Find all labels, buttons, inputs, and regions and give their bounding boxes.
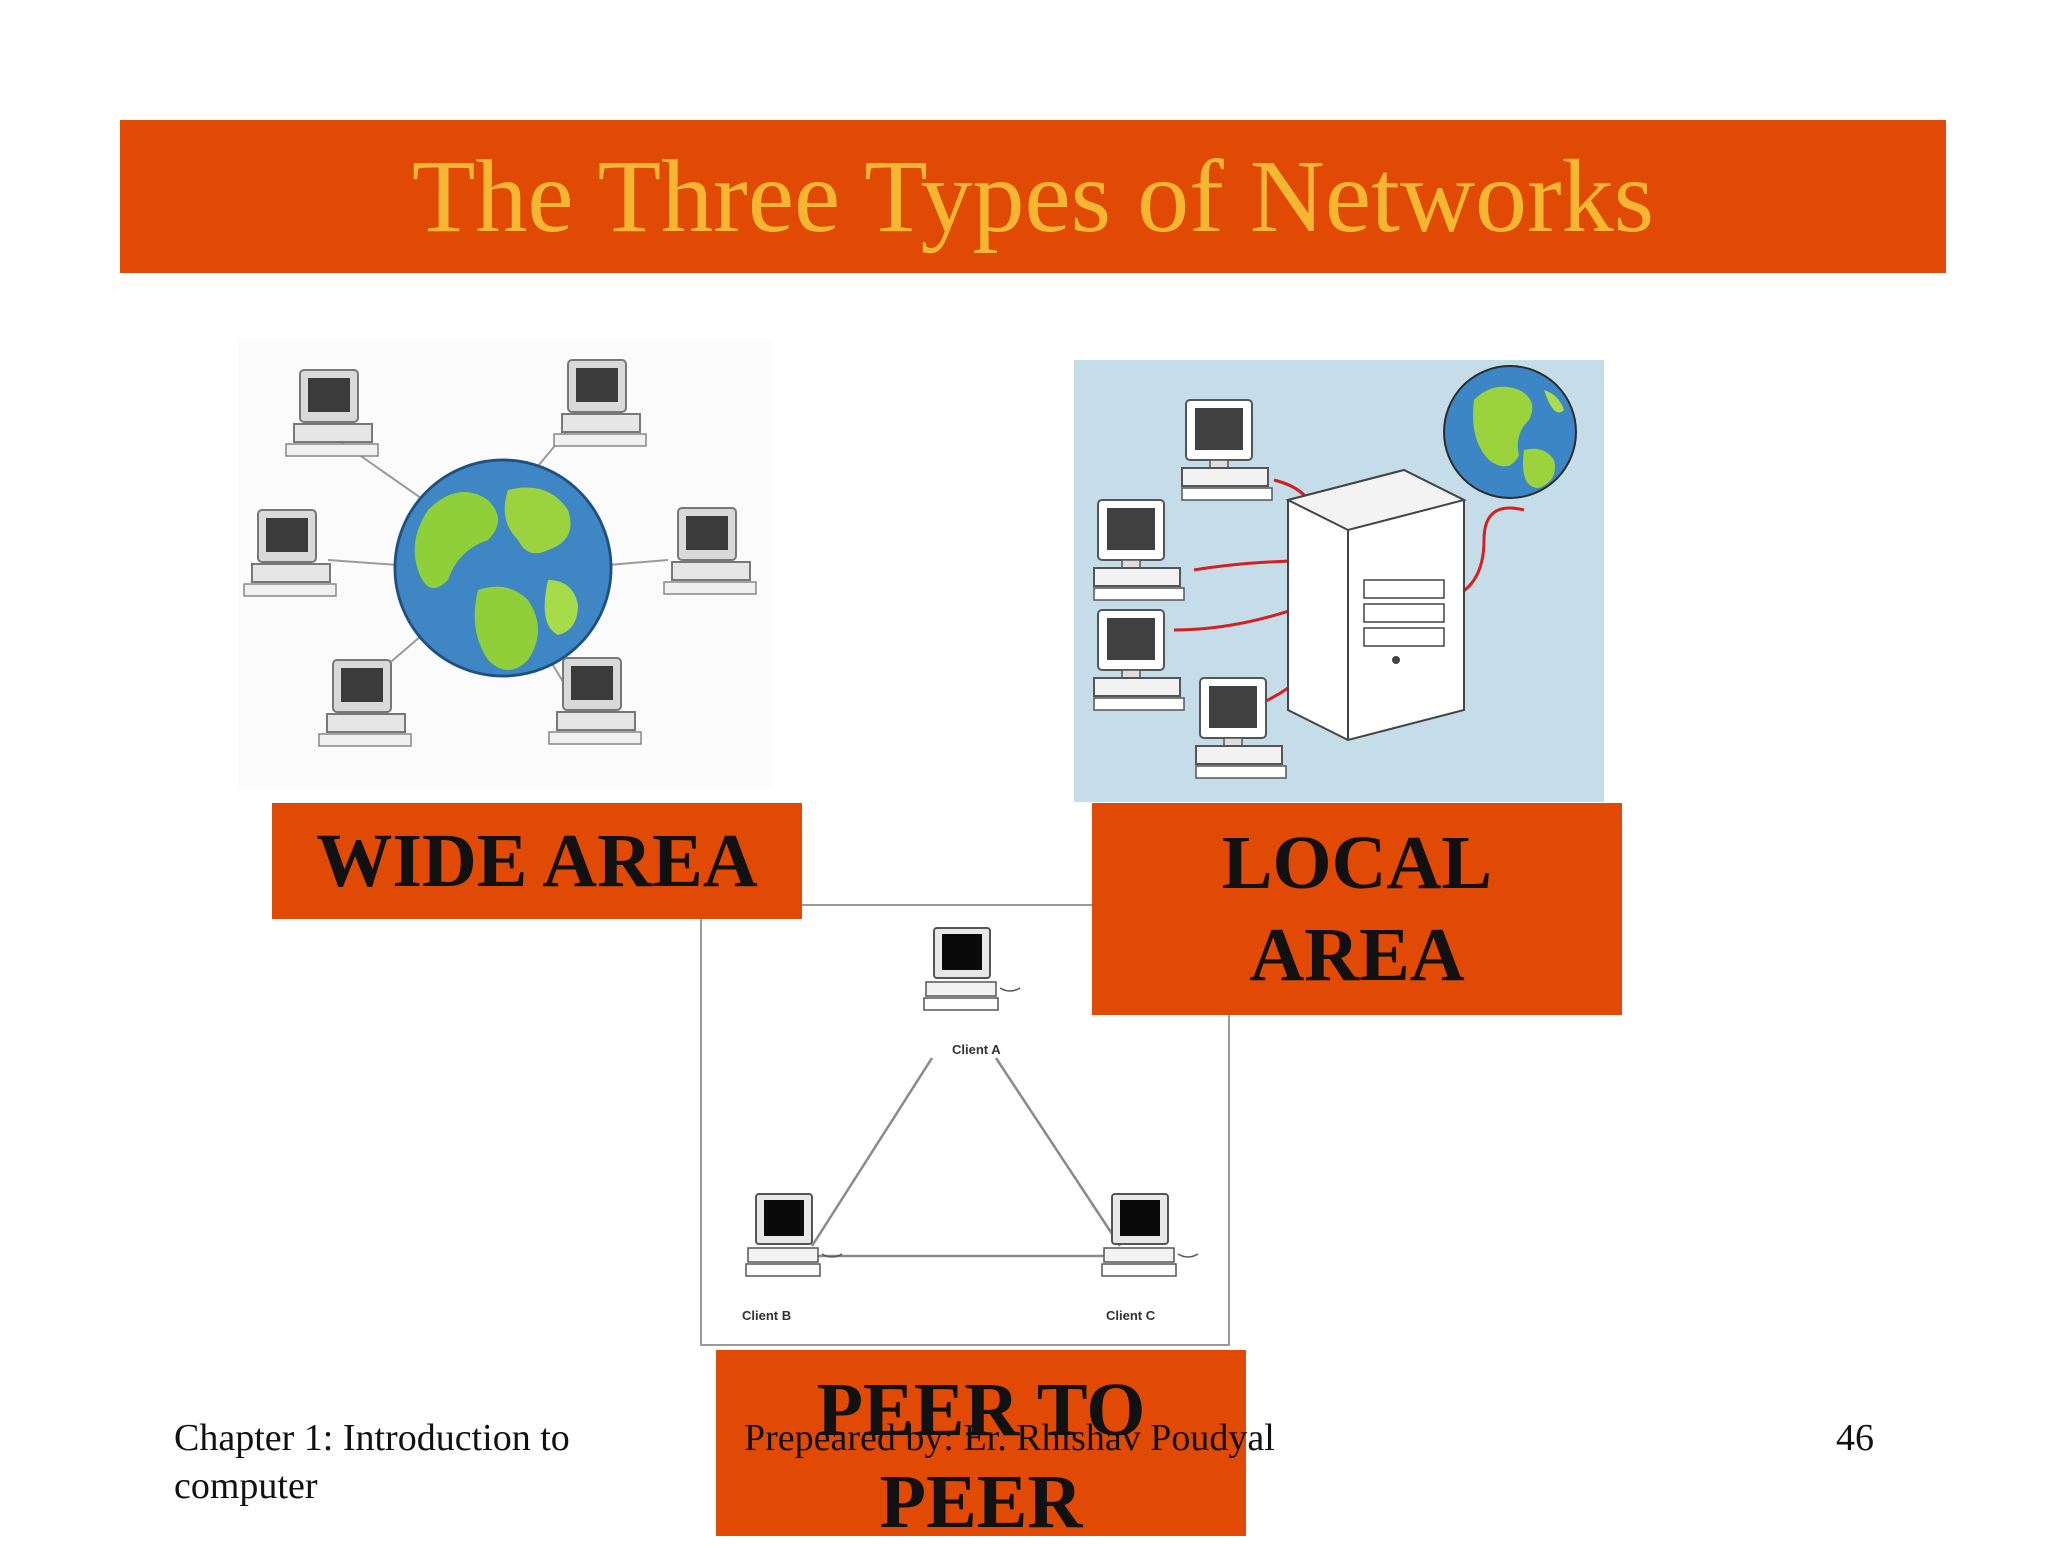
local-area-label: LOCAL AREA [1092, 803, 1622, 1015]
local-area-text: LOCAL AREA [1221, 821, 1493, 997]
computer-icon [553, 359, 647, 447]
computer-icon [663, 507, 757, 595]
page-number: 46 [1836, 1417, 1874, 1459]
computer-icon [923, 927, 1021, 1011]
globe-icon [393, 458, 613, 678]
computer-icon [1093, 609, 1185, 711]
client-c-label: Client C [1106, 1308, 1156, 1323]
wide-area-text: WIDE AREA [316, 819, 758, 903]
client-a-label: Client A [952, 1042, 1001, 1057]
slide-title: The Three Types of Networks [411, 138, 1655, 254]
computer-icon [243, 509, 337, 597]
lan-illustration [1074, 360, 1604, 802]
title-bar: The Three Types of Networks [120, 120, 1946, 273]
computer-icon [285, 369, 379, 457]
computer-icon [1101, 1193, 1199, 1277]
wide-area-label: WIDE AREA [272, 803, 802, 919]
computer-icon [318, 659, 412, 747]
computer-icon [1093, 499, 1185, 601]
peer-to-peer-text: PEER TO PEER [816, 1368, 1146, 1544]
footer-chapter: Chapter 1: Introduction to computer [174, 1417, 570, 1507]
footer-author: Prepeared by: Er. Rhishav Poudyal [744, 1417, 1275, 1459]
computer-icon [1195, 677, 1287, 779]
computer-icon [548, 657, 642, 745]
server-icon [1285, 468, 1467, 742]
computer-icon [745, 1193, 843, 1277]
globe-icon [1443, 365, 1577, 499]
wan-illustration [238, 340, 772, 788]
client-b-label: Client B [742, 1308, 791, 1323]
peer-to-peer-label: PEER TO PEER [716, 1350, 1246, 1544]
computer-icon [1181, 399, 1273, 501]
